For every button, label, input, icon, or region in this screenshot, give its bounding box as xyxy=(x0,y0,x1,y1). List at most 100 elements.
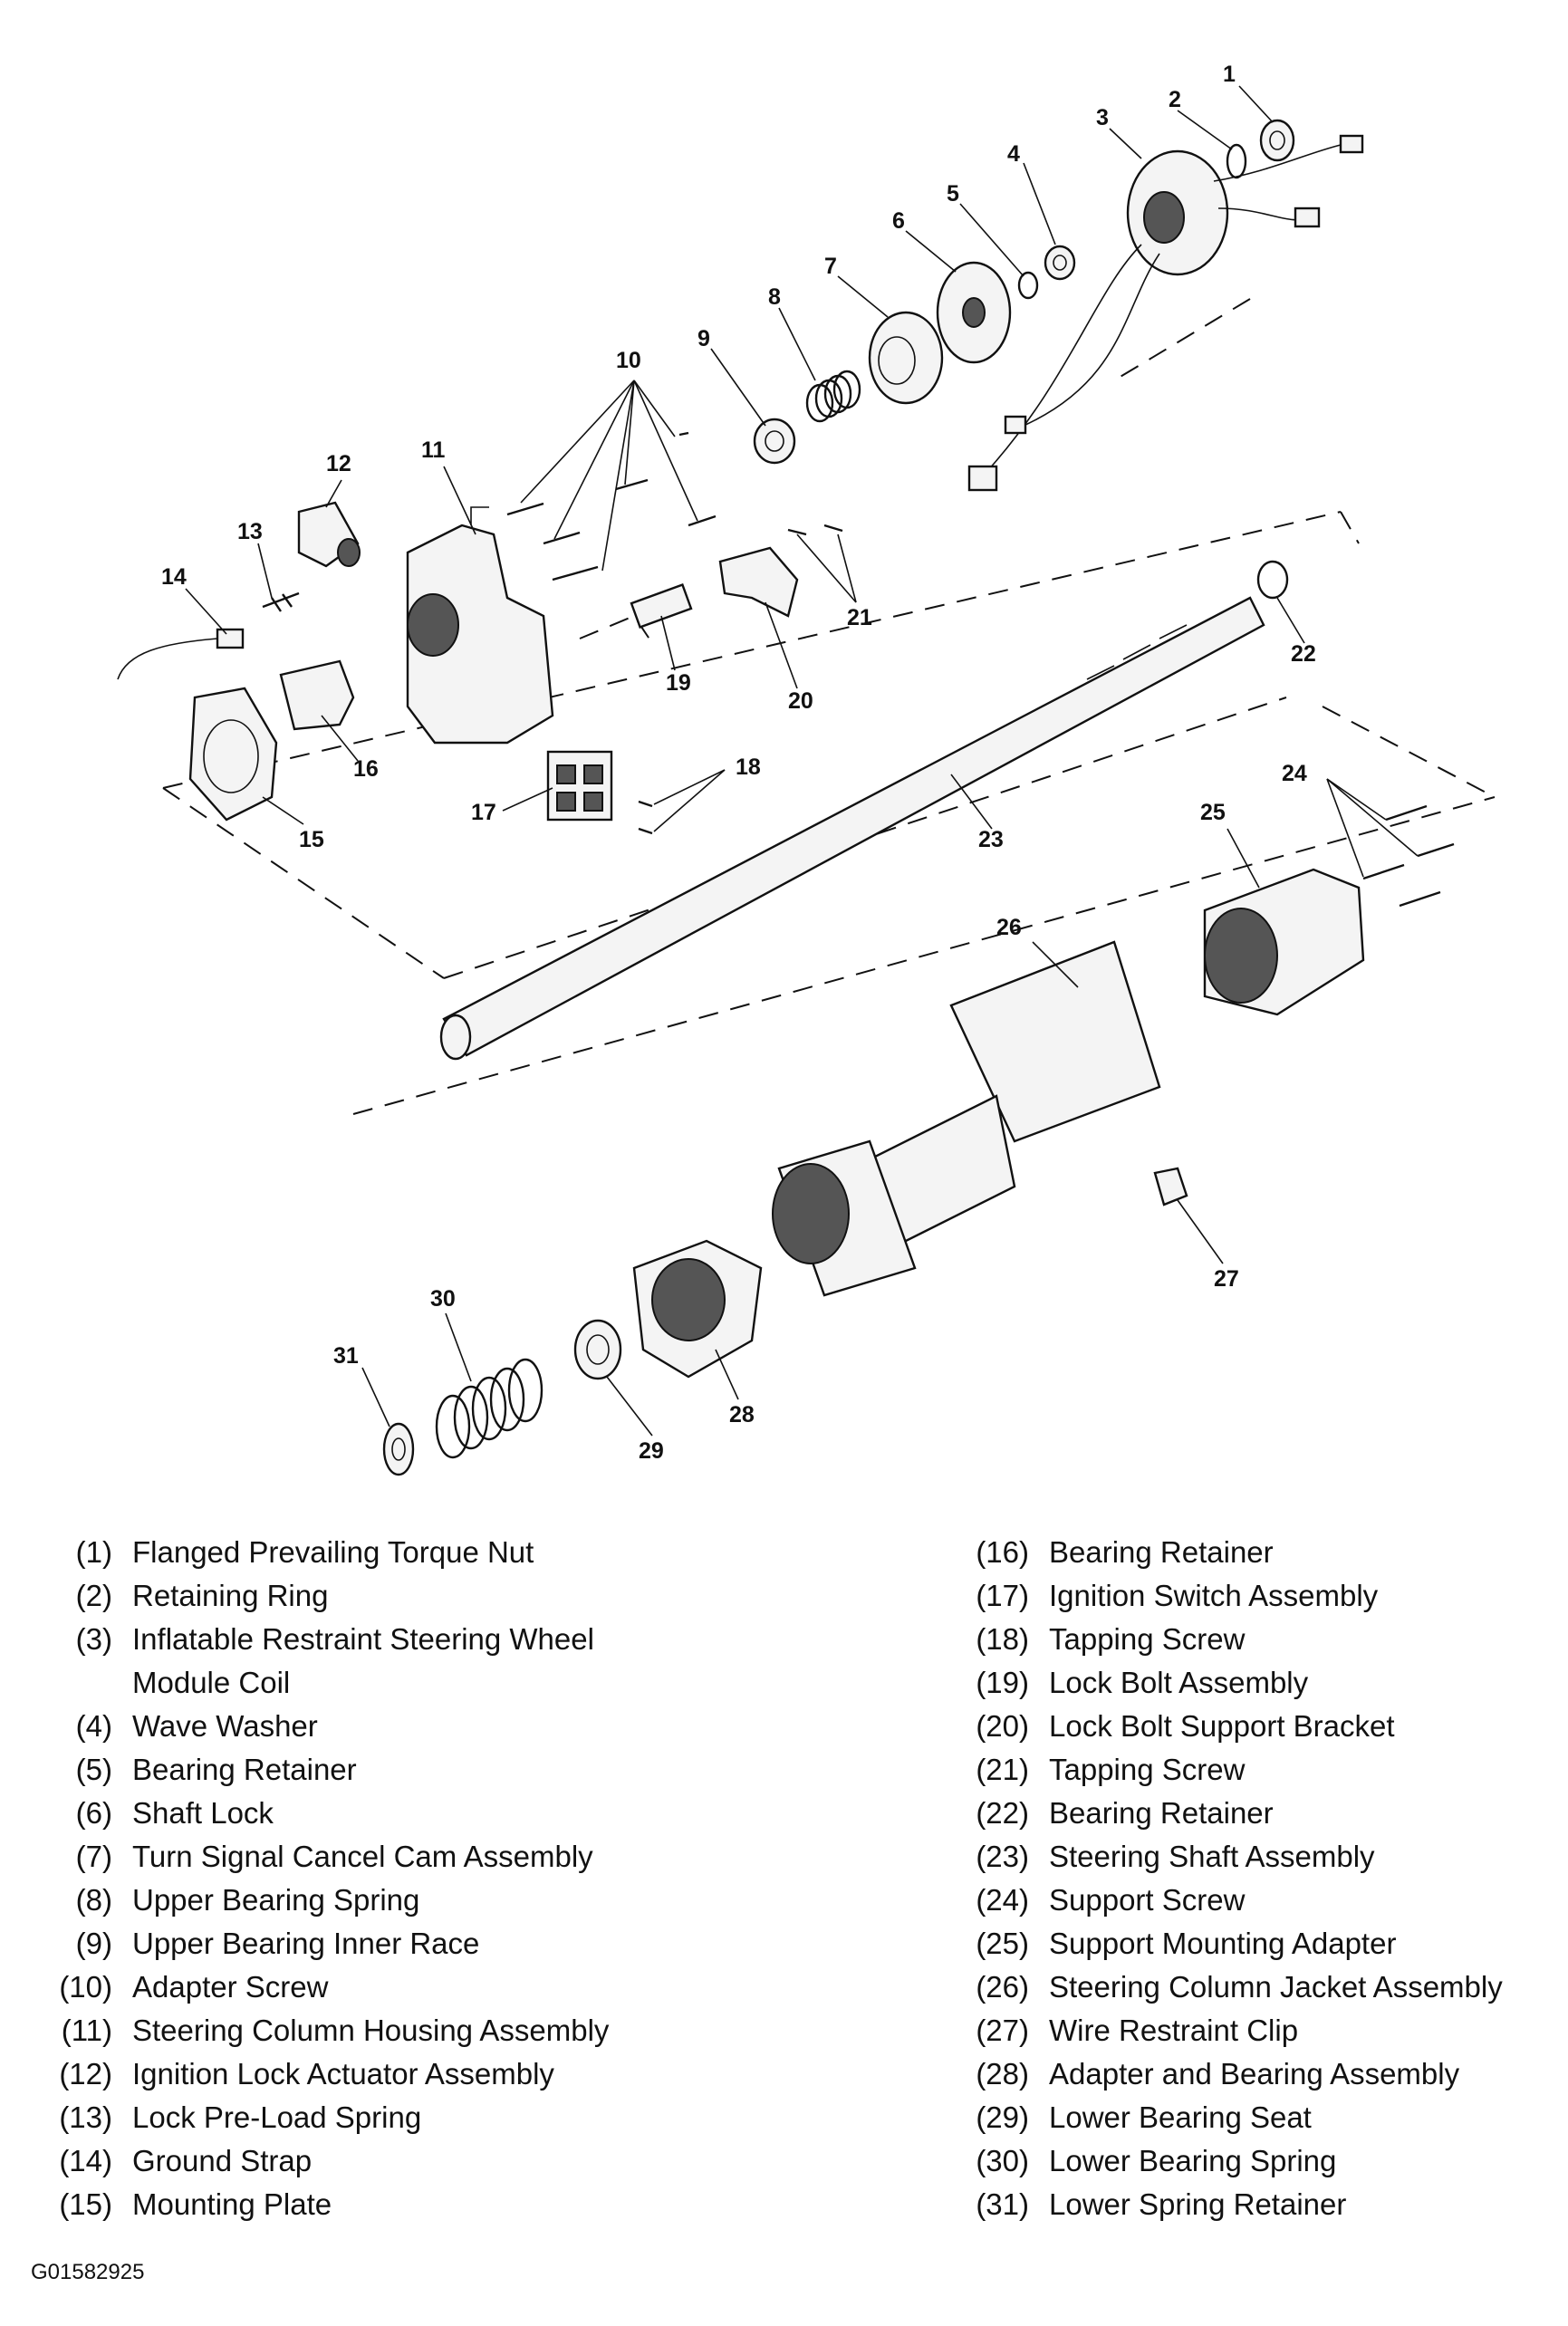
legend-label: Turn Signal Cancel Cam Assembly xyxy=(132,1840,593,1873)
legend-label: Mounting Plate xyxy=(132,2187,332,2221)
legend-number: (9) xyxy=(75,1927,112,1960)
legend-number: (28) xyxy=(976,2057,1029,2091)
legend-label: Ignition Switch Assembly xyxy=(1049,1579,1379,1612)
callout-11: 11 xyxy=(421,437,446,463)
parts-legend-left: (1) Flanged Prevailing Torque Nut (2)Retai… xyxy=(25,1531,714,2226)
legend-label: Module Coil xyxy=(132,1666,291,1699)
legend-label: Wave Washer xyxy=(132,1709,318,1743)
legend-row: (9)Upper Bearing Inner Race xyxy=(25,1922,714,1966)
legend-row: (30)Lower Bearing Spring xyxy=(942,2139,1567,2183)
callout-15: 15 xyxy=(299,827,324,852)
part-flanged-nut xyxy=(1259,119,1295,162)
part-lower-bearing-seat xyxy=(573,1319,622,1380)
legend-label: Bearing Retainer xyxy=(1049,1796,1274,1830)
legend-row: (16)Bearing Retainer xyxy=(942,1531,1567,1574)
legend-row: (8)Upper Bearing Spring xyxy=(25,1879,714,1922)
callout-28: 28 xyxy=(729,1402,755,1427)
legend-label: Upper Bearing Spring xyxy=(132,1883,420,1917)
legend-label: Bearing Retainer xyxy=(132,1753,357,1786)
parts-legend-right: (16)Bearing Retainer(17)Ignition Switch … xyxy=(942,1531,1567,2226)
legend-row: (19)Lock Bolt Assembly xyxy=(942,1661,1567,1705)
legend-row: (26)Steering Column Jacket Assembly xyxy=(942,1966,1567,2009)
legend-number: (6) xyxy=(75,1796,112,1830)
legend-number: (20) xyxy=(976,1709,1029,1743)
callout-31: 31 xyxy=(333,1343,359,1369)
callout-17: 17 xyxy=(471,800,496,825)
legend-label: Adapter and Bearing Assembly xyxy=(1049,2057,1460,2091)
legend-label: Tapping Screw xyxy=(1049,1753,1246,1786)
legend-row: (17)Ignition Switch Assembly xyxy=(942,1574,1567,1618)
legend-label: Shaft Lock xyxy=(132,1796,274,1830)
legend-row: (7)Turn Signal Cancel Cam Assembly xyxy=(25,1835,714,1879)
part-wave-washer xyxy=(1044,245,1076,281)
legend-number: (22) xyxy=(976,1796,1029,1830)
callout-20: 20 xyxy=(788,688,813,714)
legend-label: Adapter Screw xyxy=(132,1970,329,2004)
part-retaining-ring xyxy=(1226,143,1247,179)
legend-row: (27)Wire Restraint Clip xyxy=(942,2009,1567,2052)
callout-1: 1 xyxy=(1223,62,1236,87)
part-column-jacket xyxy=(772,940,1161,1297)
legend-label: Support Mounting Adapter xyxy=(1049,1927,1397,1960)
legend-number: (21) xyxy=(976,1753,1029,1786)
part-preload-spring xyxy=(262,591,300,612)
part-bearing-retainer-22 xyxy=(1256,560,1289,600)
legend-label: Ground Strap xyxy=(132,2144,313,2177)
part-lock-actuator xyxy=(297,501,361,568)
legend-label: Flanged Prevailing Torque Nut xyxy=(132,1535,534,1569)
callout-2: 2 xyxy=(1169,87,1181,112)
part-inner-race xyxy=(753,418,796,465)
legend-number: (30) xyxy=(976,2144,1029,2177)
part-upper-bearing-spring xyxy=(805,370,861,423)
legend-number: (13) xyxy=(59,2100,112,2134)
legend-number: (3) xyxy=(75,1622,112,1656)
part-lower-spring-retainer xyxy=(382,1422,415,1476)
legend-number: (2) xyxy=(75,1579,112,1612)
part-cancel-cam xyxy=(868,311,944,405)
callout-6: 6 xyxy=(892,208,905,234)
callout-4: 4 xyxy=(1007,141,1020,167)
callout-19: 19 xyxy=(666,670,691,696)
legend-number: (10) xyxy=(59,1970,112,2004)
legend-number: (14) xyxy=(59,2144,112,2177)
legend-number: (1) xyxy=(75,1535,112,1569)
callout-26: 26 xyxy=(996,915,1022,940)
legend-row: (12)Ignition Lock Actuator Assembly xyxy=(25,2052,714,2096)
legend-number: (31) xyxy=(976,2187,1029,2221)
callout-23: 23 xyxy=(978,827,1004,852)
callout-22: 22 xyxy=(1291,641,1316,667)
callout-9: 9 xyxy=(697,326,710,351)
callout-30: 30 xyxy=(430,1286,456,1312)
legend-label: Support Screw xyxy=(1049,1883,1246,1917)
part-ground-strap xyxy=(117,628,245,680)
part-bearing-retainer-5 xyxy=(1017,271,1039,300)
legend-label: Steering Shaft Assembly xyxy=(1049,1840,1375,1873)
legend-number: (18) xyxy=(976,1622,1029,1656)
part-wire-clip xyxy=(1153,1167,1188,1206)
part-lock-bolt-bracket xyxy=(718,546,799,618)
part-tapping-screws-18 xyxy=(638,800,653,835)
legend-row: (4)Wave Washer xyxy=(25,1705,714,1748)
callout-24: 24 xyxy=(1282,761,1307,786)
legend-number: (24) xyxy=(976,1883,1029,1917)
legend-label: Inflatable Restraint Steering Wheel xyxy=(132,1622,594,1656)
legend-label: Wire Restraint Clip xyxy=(1049,2014,1299,2047)
legend-row: (29)Lower Bearing Seat xyxy=(942,2096,1567,2139)
callout-25: 25 xyxy=(1200,800,1226,825)
part-column-housing xyxy=(406,506,554,745)
legend-row: (23)Steering Shaft Assembly xyxy=(942,1835,1567,1879)
part-adapter-bearing xyxy=(632,1239,763,1379)
legend-label: Bearing Retainer xyxy=(1049,1535,1274,1569)
legend-row: (2)Retaining Ring xyxy=(25,1574,714,1618)
assembly-guide-lines xyxy=(162,298,1496,1115)
part-module-coil xyxy=(967,134,1364,492)
callout-labels: 1 2 3 4 5 6 7 8 9 10 11 12 13 14 15 16 1… xyxy=(161,62,1316,1464)
legend-label: Ignition Lock Actuator Assembly xyxy=(132,2057,554,2091)
legend-row: (3) Inflatable Restraint Steering Wheel xyxy=(25,1618,714,1661)
callout-18: 18 xyxy=(736,755,761,780)
legend-label: Tapping Screw xyxy=(1049,1622,1246,1656)
legend-label: Lower Spring Retainer xyxy=(1049,2187,1347,2221)
callout-7: 7 xyxy=(824,254,837,279)
legend-row: (24) Support Screw xyxy=(942,1879,1567,1922)
legend-row: (6) Shaft Lock xyxy=(25,1792,714,1835)
